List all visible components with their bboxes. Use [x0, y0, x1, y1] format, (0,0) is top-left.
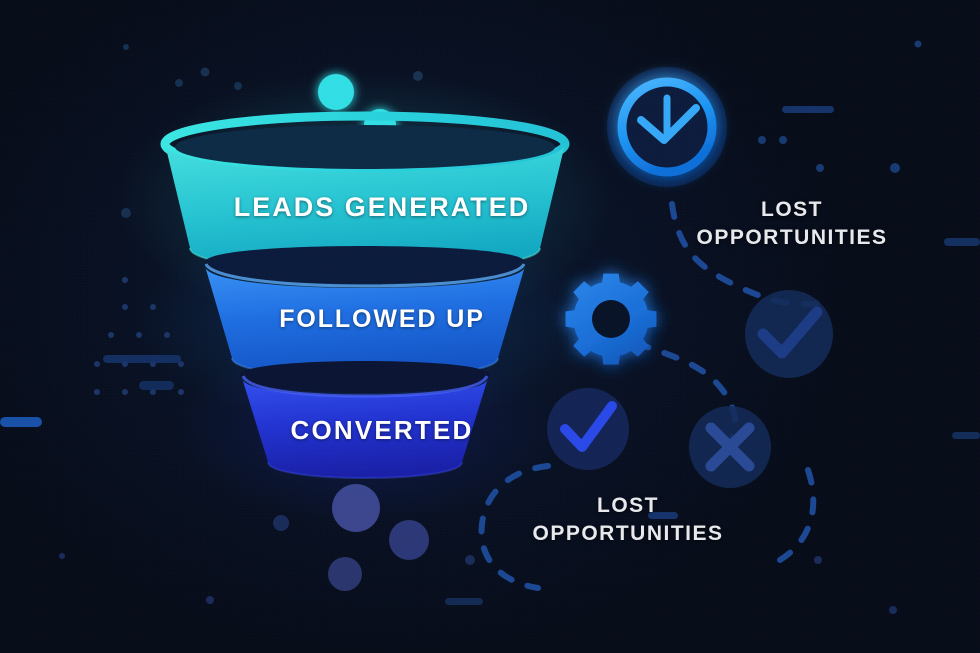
dashed-path-left-curve — [777, 467, 817, 563]
cross-glyph — [705, 422, 755, 472]
funnel-label-converted-text: CONVERTED — [290, 415, 474, 445]
funnel-rim-inner — [175, 125, 555, 169]
dot-grid-decor — [94, 277, 184, 395]
funnel-label-followed-text: FOLLOWED UP — [279, 305, 485, 333]
accent-bar-bottom-1 — [445, 598, 483, 605]
funnel-body-converted — [242, 378, 488, 478]
funnel-top-edge-converted — [240, 361, 490, 393]
scatter-dots-top-left — [121, 44, 242, 218]
accent-bar-bottom-2 — [648, 512, 678, 519]
gear-icon[interactable] — [565, 273, 657, 365]
lost-opportunities-label-top: LOST OPPORTUNITIES — [696, 198, 888, 249]
funnel-label-leads-text: LEADS GENERATED — [233, 192, 531, 222]
output-bubbles — [328, 484, 429, 591]
clock-hand-hour — [637, 104, 700, 144]
dashed-path-lower — [478, 463, 551, 591]
funnel-rim-highlight-converted — [241, 375, 489, 398]
gear-center-hole — [592, 300, 630, 338]
bubble-dark-dot — [413, 71, 423, 81]
check-left-glyph — [560, 401, 617, 452]
funnel-body-followed — [205, 266, 525, 377]
funnel-top-edge-followed — [205, 246, 525, 284]
bubble-out-3 — [328, 557, 362, 591]
funnel-label-converted: CONVERTED — [0, 415, 980, 446]
check-icon-right[interactable] — [745, 290, 833, 378]
lost-opportunities-label-bottom: LOST OPPORTUNITIES — [532, 494, 724, 545]
funnel-label-leads: LEADS GENERATED — [0, 192, 980, 223]
bubble-out-1 — [332, 484, 380, 532]
funnel-stage-followed[interactable] — [204, 246, 526, 379]
funnel-stage-converted[interactable] — [240, 361, 490, 480]
close-x-icon[interactable] — [689, 406, 771, 488]
accent-bar-right-2 — [944, 238, 980, 246]
accent-bar-left-2 — [139, 381, 174, 390]
accent-bar-left-3 — [0, 417, 42, 427]
funnel-edge-converted — [267, 461, 463, 480]
check-icon-left[interactable] — [547, 388, 629, 470]
clock-icon[interactable] — [607, 67, 727, 187]
funnel-stage-leads[interactable] — [160, 111, 570, 272]
funnel-body-leads — [165, 144, 565, 270]
scatter-dots-top-right — [758, 40, 922, 173]
accent-bar-right-3 — [952, 432, 980, 439]
funnel-label-followed: FOLLOWED UP — [0, 305, 980, 334]
accent-bar-left-1 — [103, 355, 181, 363]
accent-bar-right-1 — [782, 106, 834, 113]
scatter-dots-bottom — [59, 515, 897, 614]
check-right-glyph — [757, 306, 823, 359]
funnel-rim-highlight-followed — [204, 263, 526, 288]
bubble-out-2 — [389, 520, 429, 560]
bubble-1 — [318, 74, 354, 110]
